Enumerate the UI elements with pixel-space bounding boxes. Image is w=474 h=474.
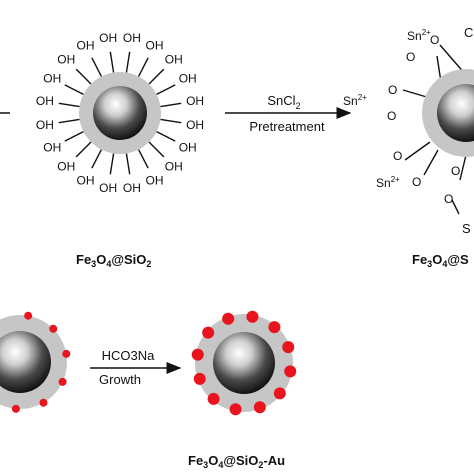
gold-nanoparticle — [191, 348, 204, 361]
reagent-sncl2: SnCl2 — [267, 93, 300, 111]
hydroxyl-label: OH — [146, 174, 164, 188]
gold-nanoparticle — [193, 372, 206, 385]
hydroxyl-bond — [64, 84, 84, 96]
gold-nanoparticle — [246, 310, 259, 323]
hydroxyl-bond — [64, 130, 84, 142]
hydroxyl-label: OH — [57, 160, 75, 174]
hydroxyl-label: OH — [165, 160, 183, 174]
caption-fe3o4-sn: Fe3O4@S — [412, 252, 469, 269]
gold-seed — [39, 398, 48, 407]
hydroxyl-bond — [125, 51, 131, 73]
hydroxyl-label: OH — [76, 38, 94, 52]
particle-gold-decorated — [191, 310, 297, 416]
hydroxyl-bond — [75, 68, 92, 85]
hydroxyl-bond — [58, 118, 80, 124]
magnetite-core — [213, 332, 275, 394]
hydroxyl-label: OH — [186, 118, 204, 132]
hydroxyl-bond — [148, 68, 165, 85]
gold-seed — [49, 324, 58, 333]
gold-nanoparticle — [207, 392, 220, 405]
gold-nanoparticle — [284, 365, 297, 378]
hydroxyl-bond — [160, 118, 182, 124]
oxygen-left-2: O — [387, 109, 396, 123]
hydroxyl-bond — [109, 51, 115, 73]
gold-nanoparticle — [273, 387, 286, 400]
hydroxyl-bond — [58, 102, 80, 108]
condition-growth: Growth — [99, 372, 141, 387]
sn-ion-top: Sn2+ — [407, 28, 431, 43]
reagent-hco3na: HCO3Na — [102, 348, 156, 363]
gold-nanoparticle — [282, 341, 295, 354]
gold-seed — [11, 404, 20, 413]
gold-nanoparticles — [191, 310, 297, 416]
hydroxyl-label: OH — [99, 181, 117, 195]
hydroxyl-bond — [75, 141, 92, 158]
hydroxyl-label: OH — [36, 118, 54, 132]
gold-seed — [58, 377, 67, 386]
oxygen-top-right: O — [430, 33, 439, 47]
condition-pretreatment: Pretreatment — [249, 119, 325, 134]
hydroxyl-label: OH — [123, 181, 141, 195]
hydroxyl-bond — [137, 57, 149, 77]
hydroxyl-bond — [156, 130, 176, 142]
hydroxyl-bond — [91, 149, 103, 169]
oxygen-bottom-2: O — [412, 175, 421, 189]
hydroxyl-bond — [109, 153, 115, 175]
oxygen-left-1: O — [388, 83, 397, 97]
hydroxyl-bond — [137, 149, 149, 169]
hydroxyl-bond — [160, 102, 182, 108]
hydroxyl-label: OH — [123, 31, 141, 45]
oxygen-bottom-4: O — [444, 192, 453, 206]
arrow-growth: HCO3Na Growth — [90, 348, 182, 387]
hydroxyl-label: OH — [146, 38, 164, 52]
hydroxyl-bond — [91, 57, 103, 77]
particle-sn-sensitized: Sn2+ O O C Sn2+ O O O Sn2+ O O O S — [343, 25, 474, 236]
hydroxyl-label: OH — [43, 71, 61, 85]
gold-seeds — [11, 311, 71, 413]
hydroxyl-label: OH — [43, 141, 61, 155]
hydroxyl-bond — [125, 153, 131, 175]
sn-groups: Sn2+ O O C Sn2+ O O O Sn2+ O O O S — [343, 25, 473, 236]
hydroxyl-label: OH — [36, 94, 54, 108]
magnetite-core — [93, 86, 147, 140]
oxygen-bottom-1: O — [393, 149, 402, 163]
hydroxyl-label: OH — [179, 141, 197, 155]
magnetite-core — [0, 331, 51, 393]
gold-seed — [24, 311, 33, 320]
hydroxyl-label: OH — [76, 174, 94, 188]
hydroxyl-label: OH — [99, 31, 117, 45]
hydroxyl-label: OH — [57, 52, 75, 66]
gold-nanoparticle — [229, 403, 242, 416]
gold-nanoparticle — [268, 321, 281, 334]
hydroxyl-bond — [148, 141, 165, 158]
gold-nanoparticle — [202, 326, 215, 339]
caption-fe3o4-sio2-au: Fe3O4@SiO2-Au — [188, 453, 286, 470]
hydroxyl-label: OH — [165, 52, 183, 66]
particle-seeded — [0, 311, 71, 413]
hydroxyl-label: OH — [186, 94, 204, 108]
gold-seed — [62, 349, 71, 358]
gold-nanoparticle — [253, 401, 266, 414]
hydroxyl-label: OH — [179, 71, 197, 85]
gold-nanoparticle — [222, 312, 235, 325]
sn-ion-left: Sn2+ — [343, 93, 367, 108]
caption-fe3o4-sio2: Fe3O4@SiO2 — [76, 252, 152, 269]
arrow-pretreatment: SnCl2 Pretreatment — [225, 93, 352, 134]
sn-ion-bottom: Sn2+ — [376, 175, 400, 190]
magnetite-core — [437, 84, 474, 142]
oxygen-bottom-3: O — [451, 164, 460, 178]
ligand-partial-top: C — [464, 25, 473, 40]
hydroxyl-bond — [156, 84, 176, 96]
oxygen-top-left: O — [406, 50, 415, 64]
ligand-partial-bottom: S — [462, 221, 471, 236]
